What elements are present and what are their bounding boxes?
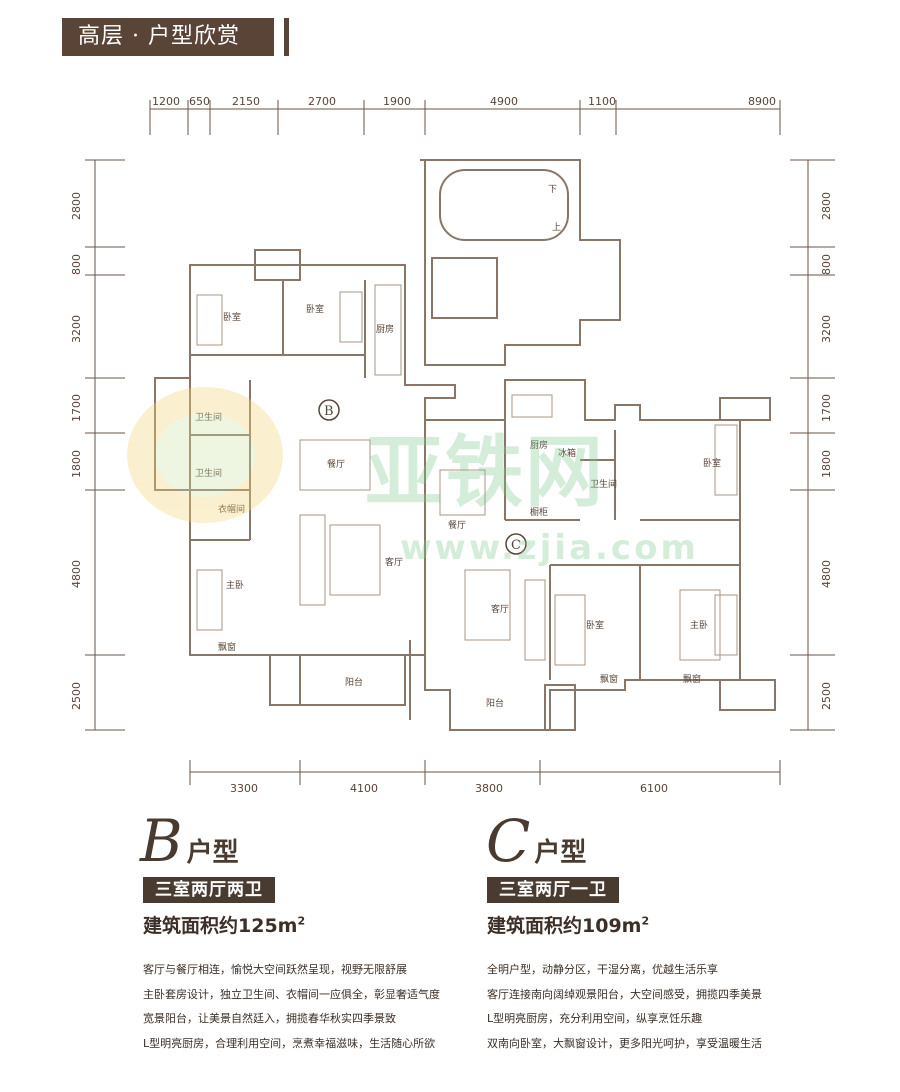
page-title: 高层 · 户型欣赏	[62, 18, 274, 56]
unit-c-features: 全明户型，动静分区，干湿分离，优越生活乐享 客厅连接南向阔绰观景阳台，大空间感受…	[487, 958, 762, 1056]
room-master-b: 主卧	[226, 579, 244, 591]
dim-top-5: 1900	[383, 95, 411, 108]
unit-b-suffix: 户型	[186, 838, 239, 868]
room-bathroom-c: 卫生间	[590, 478, 617, 490]
unit-b-features: 客厅与餐厅相连，愉悦大空间跃然呈现，视野无限舒展 主卧套房设计，独立卫生间、衣帽…	[143, 958, 440, 1056]
unit-c-feature-3: L型明亮厨房，充分利用空间，纵享烹饪乐趣	[487, 1012, 703, 1025]
unit-b-letter: B	[140, 807, 183, 875]
unit-c-feature-2: 客厅连接南向阔绰观景阳台，大空间感受，拥揽四季美景	[487, 987, 762, 1001]
floor-plan: 1200 650 2150 2700 1900 4900 1100 8900 2…	[70, 95, 835, 795]
dim-top-2: 650	[189, 95, 210, 108]
dim-left-2: 800	[70, 254, 83, 275]
unit-b-area-exp: 2	[297, 914, 306, 928]
room-kitchen-c: 厨房	[530, 439, 548, 451]
watermark-logo-icon	[127, 387, 283, 523]
unit-c-area: 建筑面积约109m2	[487, 911, 649, 938]
room-kitchen-b: 厨房	[376, 323, 394, 335]
dim-left-6: 4800	[70, 560, 83, 588]
svg-text:B: B	[324, 404, 334, 419]
unit-b-feature-3: 宽景阳台，让美景自然廷入，拥揽春华秋实四季景致	[143, 1012, 396, 1025]
watermark-brand: 亚铁网	[365, 428, 606, 518]
dim-top-3: 2150	[232, 95, 260, 108]
room-dining-b: 餐厅	[327, 458, 345, 470]
unit-marker-b: B	[318, 399, 340, 421]
room-balcony-b: 阳台	[345, 676, 363, 688]
dim-top-6: 4900	[490, 95, 518, 108]
dim-right-1: 2800	[820, 192, 833, 220]
dim-left-7: 2500	[70, 682, 83, 710]
dim-top-4: 2700	[308, 95, 336, 108]
room-bedroom-b2: 卧室	[306, 303, 324, 315]
dim-right-3: 3200	[820, 315, 833, 343]
dim-left-1: 2800	[70, 192, 83, 220]
unit-c-suffix: 户型	[534, 838, 587, 868]
dim-bottom-1: 3300	[230, 782, 258, 795]
svg-text:C: C	[511, 538, 521, 553]
unit-c-feature-1: 全明户型，动静分区，干湿分离，优越生活乐享	[487, 963, 718, 976]
label-stair-down: 下	[548, 185, 557, 195]
unit-c-letter: C	[486, 807, 531, 875]
furniture	[196, 284, 738, 666]
room-bathroom-b2: 卫生间	[195, 467, 222, 479]
room-dining-c: 餐厅	[448, 519, 466, 531]
unit-c-feature-4: 双南向卧室，大飘窗设计，更多阳光呵护，享受温暖生活	[487, 1036, 762, 1050]
room-balcony-c: 阳台	[486, 697, 504, 709]
room-bedroom-c1: 卧室	[586, 619, 604, 631]
unit-b-area: 建筑面积约125m2	[143, 911, 305, 938]
dim-bottom-4: 6100	[640, 782, 668, 795]
room-bedroom-c2: 卧室	[703, 457, 721, 469]
room-bathroom-b1: 卫生间	[195, 411, 222, 423]
dim-bottom-3: 3800	[475, 782, 503, 795]
unit-b-area-label: 建筑面积约125m	[143, 915, 298, 937]
dim-bottom-2: 4100	[350, 782, 378, 795]
dim-left-5: 1800	[70, 450, 83, 478]
dim-top-8: 8900	[748, 95, 776, 108]
dim-top-7: 1100	[588, 95, 616, 108]
unit-marker-c: C	[505, 533, 527, 555]
dim-left-3: 3200	[70, 315, 83, 343]
dim-right-7: 2500	[820, 682, 833, 710]
unit-b-feature-2: 主卧套房设计，独立卫生间、衣帽间一应俱全，彰显奢适气度	[143, 987, 440, 1001]
dimension-lines	[85, 100, 835, 785]
room-living-c: 客厅	[491, 603, 509, 615]
unit-b-feature-4: L型明亮厨房，合理利用空间，烹煮幸福滋味，生活随心所欲	[143, 1036, 436, 1050]
room-master-c: 主卧	[690, 619, 708, 631]
unit-b-layout-badge: 三室两厅两卫	[143, 877, 275, 903]
unit-b-feature-1: 客厅与餐厅相连，愉悦大空间跃然呈现，视野无限舒展	[143, 963, 407, 976]
dim-right-6: 4800	[820, 560, 833, 588]
walls	[154, 159, 776, 731]
label-stair-up: 上	[552, 222, 561, 233]
dim-left-4: 1700	[70, 394, 83, 422]
dim-right-4: 1700	[820, 394, 833, 422]
label-fridge: 冰箱	[558, 447, 576, 459]
room-living-b: 客厅	[385, 556, 403, 568]
watermark-url: www.zjia.com	[400, 528, 699, 568]
unit-c-area-label: 建筑面积约109m	[487, 915, 642, 937]
unit-c-layout-badge: 三室两厅一卫	[487, 877, 619, 903]
unit-c-area-exp: 2	[641, 914, 650, 928]
room-bedroom-b1: 卧室	[223, 311, 241, 323]
room-baywindow-c1: 飘窗	[600, 673, 618, 685]
room-baywindow-c2: 飘窗	[683, 673, 701, 685]
room-closet-b: 衣帽间	[218, 503, 245, 515]
dim-right-2: 800	[820, 254, 833, 275]
label-cabinet: 橱柜	[530, 506, 548, 518]
dim-top-1: 1200	[152, 95, 180, 108]
title-accent-bar	[284, 18, 289, 56]
room-baywindow-b: 飘窗	[218, 641, 236, 653]
dim-right-5: 1800	[820, 450, 833, 478]
